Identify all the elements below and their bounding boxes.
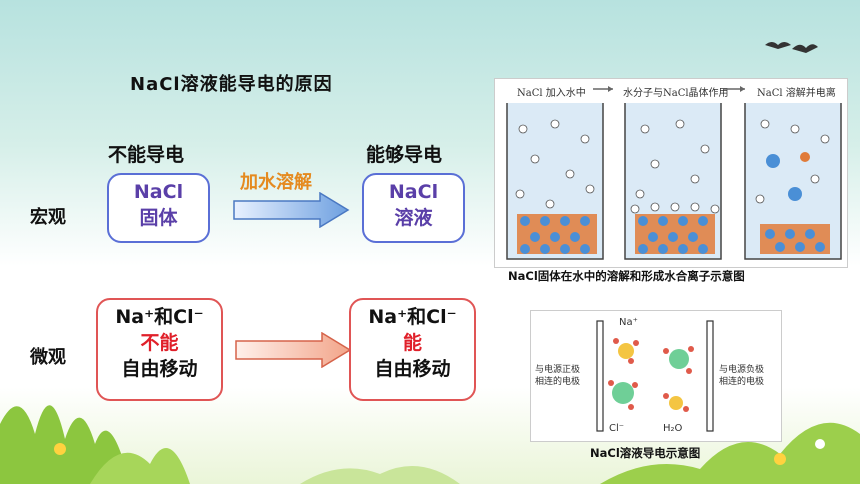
figure-2-caption: NaCl溶液导电示意图 [590,446,701,460]
figure-dissolution: NaCl 加入水中 水分子与NaCl晶体作用 NaCl 溶解并电离 [494,78,848,268]
label-micro: 微观 [30,347,66,368]
box-line-move: 自由移动 [374,358,451,380]
box-line-move: 自由移动 [121,358,198,380]
label-na-ion: Na⁺ [619,317,638,328]
box-line-ions: Na⁺和Cl⁻ [115,306,204,328]
box-line-ions: Na⁺和Cl⁻ [368,306,457,328]
label-line: 相连的电极 [535,377,581,387]
panel-label-1: NaCl 加入水中 [517,88,586,99]
label-macro: 宏观 [30,207,66,228]
figure-1-caption: NaCl固体在水中的溶解和形成水合离子示意图 [508,269,745,283]
page-title: NaCl溶液能导电的原因 [130,74,333,95]
box-line-formula: NaCl [133,181,184,203]
box-nacl-solution: NaCl 溶液 [362,173,465,243]
box-ions-immobile: Na⁺和Cl⁻ 不能 自由移动 [96,298,223,401]
label-line: 与电源负极 [719,365,765,375]
panel-label-3: NaCl 溶解并电离 [757,88,836,99]
label-negative-electrode: 与电源负极 相连的电极 [719,364,764,388]
label-line: 相连的电极 [719,377,765,387]
conduction-diagram [596,320,714,432]
process-label: 加水溶解 [240,172,312,193]
box-line-formula: NaCl [388,181,439,203]
figure-conduction: 与电源正极 相连的电极 与电源负极 相连的电极 Na⁺ Cl⁻ H₂O [530,310,782,442]
box-line-cannot: 不能 [140,332,179,354]
label-positive-electrode: 与电源正极 相连的电极 [535,364,580,388]
box-line-state: 溶液 [394,207,433,229]
header-can-conduct: 能够导电 [366,144,443,166]
arrow-right-blue [233,192,350,228]
grass-decoration [0,405,860,484]
box-nacl-solid: NaCl 固体 [107,173,210,243]
box-line-can: 能 [402,332,422,354]
box-ions-mobile: Na⁺和Cl⁻ 能 自由移动 [349,298,476,401]
label-cl-ion: Cl⁻ [609,423,625,434]
dissolution-diagram [506,86,842,260]
birds-icon [765,42,818,53]
arrow-right-red [235,332,352,368]
box-line-state: 固体 [139,207,178,229]
panel-label-2: 水分子与NaCl晶体作用 [623,88,729,99]
header-cannot-conduct: 不能导电 [108,144,185,166]
label-line: 与电源正极 [535,365,581,375]
label-water: H₂O [663,423,683,434]
